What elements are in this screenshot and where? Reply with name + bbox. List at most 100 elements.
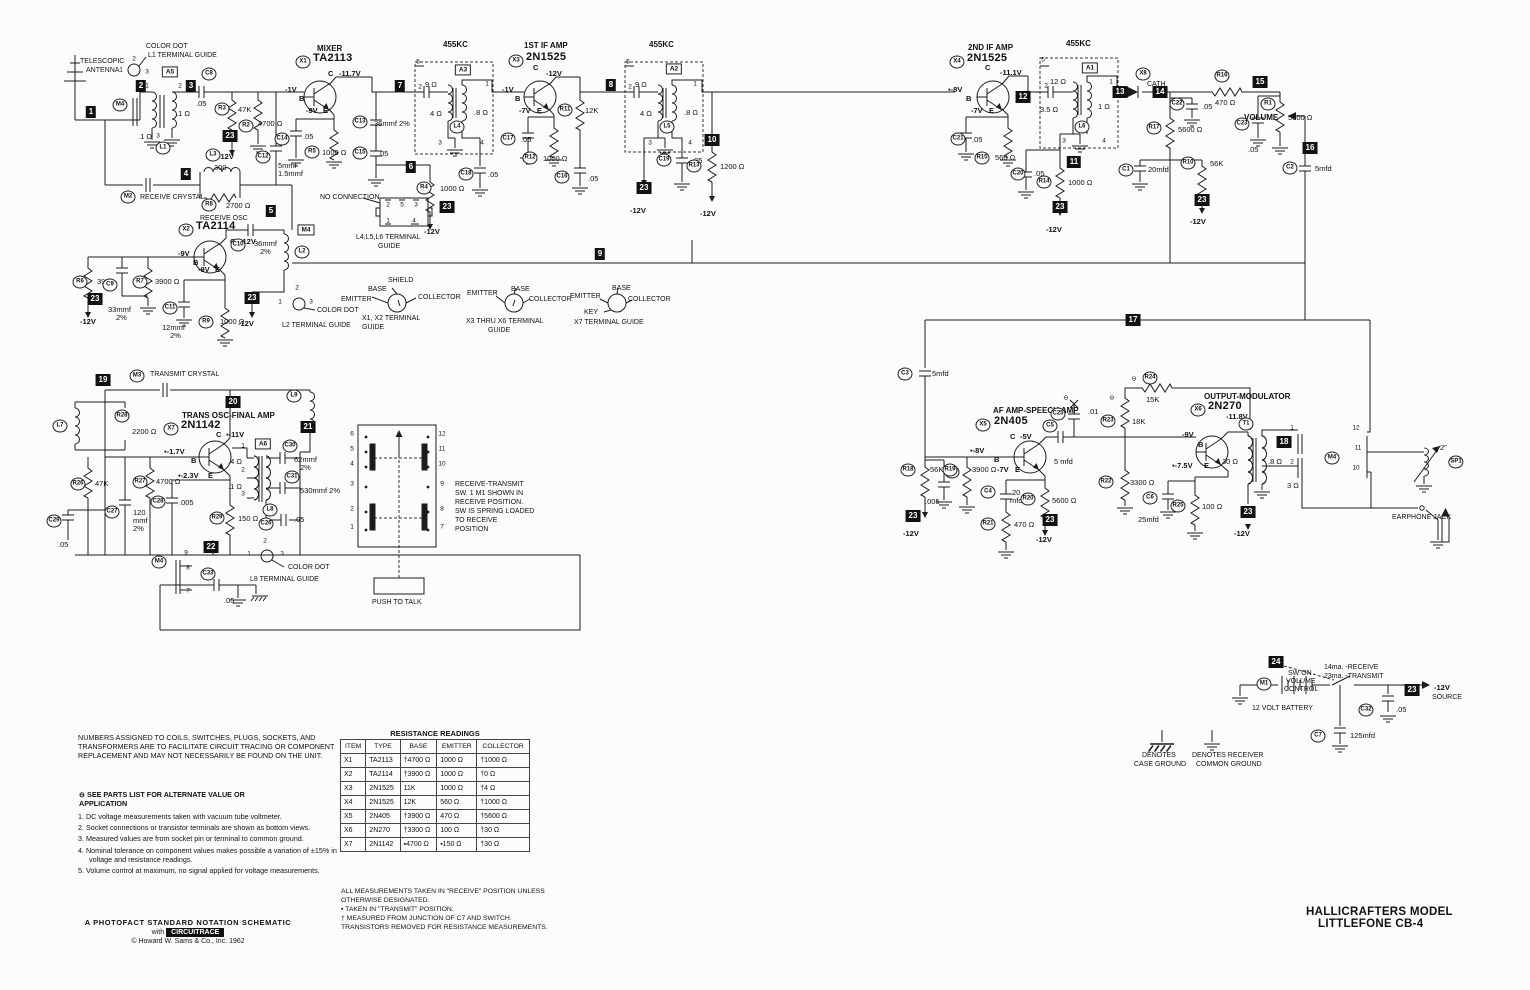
3: 3	[648, 139, 652, 147]
r15: R15	[974, 151, 990, 165]
collector: COLLECTOR	[418, 294, 461, 301]
c14: C14	[274, 132, 290, 146]
b: B	[1198, 440, 1204, 449]
r4: R4	[416, 181, 432, 195]
r26: R26	[70, 477, 86, 491]
callout-20: 20	[225, 396, 241, 408]
2700: 2700 Ω	[226, 201, 251, 210]
11: 11	[1354, 444, 1362, 452]
2: 2%	[116, 313, 127, 322]
l3: L3	[205, 148, 221, 162]
r22: R22	[1098, 475, 1114, 489]
e: E	[989, 106, 995, 115]
2n405: 2N405	[994, 415, 1028, 427]
table-cell: †1000 Ω	[476, 753, 530, 768]
1-7v: ▪-1.7V	[164, 447, 185, 456]
1st-if-amp: 1ST IF AMP	[524, 41, 568, 50]
table-cell: X1	[339, 753, 367, 768]
7v: -7V	[971, 106, 983, 115]
callout-9: 9	[594, 248, 606, 260]
callout-23: 23	[87, 293, 103, 305]
callout-22: 22	[203, 541, 219, 553]
callout-18: 18	[1276, 436, 1292, 448]
b: B	[966, 94, 972, 103]
r10: R10	[1180, 156, 1196, 170]
2n270: 2N270	[1208, 400, 1242, 412]
4: 4 Ω	[640, 109, 652, 118]
r28: R28	[114, 409, 130, 423]
1v: -1V	[285, 85, 297, 94]
9: 9	[184, 549, 188, 557]
455kc: 455KC	[649, 40, 674, 49]
receive-position: RECEIVE POSITION.	[455, 499, 524, 506]
col-collector: COLLECTOR	[476, 739, 530, 754]
general-note: NUMBERS ASSIGNED TO COILS, SWITCHES, PLU…	[78, 733, 335, 761]
x1-x2-terminal: X1, X2 TERMINAL	[362, 315, 421, 322]
brand-line-2: LITTLEFONE CB-4	[1318, 918, 1424, 930]
455kc: 455KC	[1066, 39, 1091, 48]
table-cell: ▪4700 Ω	[399, 837, 438, 852]
base: BASE	[612, 285, 631, 292]
8: 8	[186, 564, 190, 572]
2: 2	[386, 201, 390, 209]
photofact-line: A PHOTOFACT STANDARD NOTATION SCHEMATIC	[84, 918, 292, 927]
c6: C6	[1142, 491, 1158, 505]
4: 4 Ω	[430, 109, 442, 118]
10: 10	[438, 460, 446, 468]
x6: X6	[1190, 403, 1206, 417]
b: B	[193, 258, 199, 267]
1: 1	[693, 80, 697, 88]
callout-17: 17	[1125, 314, 1141, 326]
4: 4	[350, 460, 354, 468]
parts-list-note: ⊖ SEE PARTS LIST FOR ALTERNATE VALUE OR …	[79, 790, 279, 808]
receive-transmit: RECEIVE-TRANSMIT	[455, 481, 524, 488]
2n1525: 2N1525	[967, 52, 1008, 64]
18k: 18K	[1132, 417, 1146, 426]
e: E	[323, 106, 329, 115]
l7: L7	[52, 419, 68, 433]
11-7v: -11.7V	[339, 69, 361, 78]
table-cell: †0 Ω	[476, 767, 530, 782]
12v: -12V	[1046, 225, 1062, 234]
5: 5	[626, 58, 630, 66]
100: 100 Ω	[1202, 502, 1223, 511]
a5: A5	[161, 66, 179, 78]
3: 3	[145, 68, 149, 76]
push-to-talk: PUSH TO TALK	[372, 599, 422, 606]
with-text: with	[151, 929, 165, 936]
1000: 1000 Ω	[1068, 178, 1093, 187]
2: 2	[263, 537, 267, 545]
23ma-transmit: 23ma. -TRANSMIT	[1324, 673, 1384, 680]
m4: M4	[1324, 451, 1340, 465]
volume: VOLUME	[1244, 113, 1279, 122]
collector: COLLECTOR	[529, 296, 572, 303]
case-ground: CASE GROUND	[1134, 761, 1187, 768]
3900: 3900 Ω	[972, 465, 997, 474]
005: .005	[179, 498, 194, 507]
3: 3	[241, 490, 245, 498]
3900: 3900 Ω	[155, 277, 180, 286]
2n1525: 2N1525	[526, 51, 567, 63]
position: POSITION	[455, 526, 489, 533]
c12: C12	[255, 150, 271, 164]
5600: 5600 Ω	[1052, 496, 1077, 505]
b: B	[191, 456, 197, 465]
l9: L9	[286, 389, 302, 403]
7: 7	[186, 587, 190, 595]
measurement-note-5: 5. Volume control at maximum, no signal …	[78, 866, 320, 876]
47k: 47K	[95, 479, 109, 488]
5mfd: 5mfd	[1315, 164, 1332, 173]
table-cell: 12K	[399, 795, 438, 810]
l4: L4	[449, 120, 465, 134]
3: 3 Ω	[1287, 481, 1299, 490]
col-base: BASE	[399, 739, 438, 754]
9: 9 Ω	[425, 80, 437, 89]
base: BASE	[368, 286, 387, 293]
measurement-note-1: 1. DC voltage measurements taken with va…	[78, 812, 282, 821]
7v: -7V	[997, 465, 1009, 474]
label: ⊖	[1109, 394, 1115, 402]
8: .8 Ω	[684, 108, 698, 117]
mfd: mfd	[1010, 496, 1023, 505]
callout-23: 23	[1404, 684, 1420, 696]
